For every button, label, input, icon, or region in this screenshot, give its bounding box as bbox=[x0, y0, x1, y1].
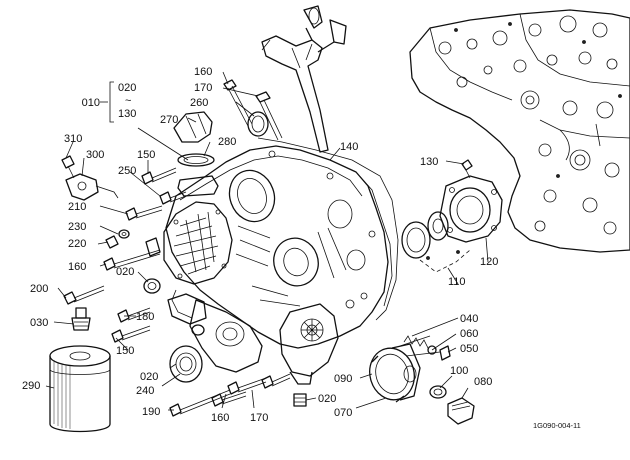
engine-block bbox=[409, 9, 630, 253]
drain-plug bbox=[429, 385, 475, 425]
oil-seal bbox=[169, 324, 205, 383]
callout-270: 270 bbox=[160, 114, 178, 126]
callout-020: 020 bbox=[140, 371, 158, 383]
callout-210: 210 bbox=[68, 201, 86, 213]
callout-060: 060 bbox=[460, 328, 478, 340]
callout-190: 190 bbox=[142, 406, 160, 418]
plug bbox=[247, 111, 269, 137]
callout-160: 160 bbox=[68, 261, 86, 273]
left-bolts bbox=[103, 167, 187, 294]
group-range-top: 020 bbox=[118, 82, 136, 94]
oil-filter bbox=[49, 345, 111, 433]
sensor bbox=[61, 155, 119, 201]
callout-230: 230 bbox=[68, 221, 86, 233]
callout-050: 050 bbox=[460, 343, 478, 355]
callout-labels: 010 020 ~ 130 160 170 260 270 280 140 31… bbox=[22, 66, 581, 430]
callout-020: 020 bbox=[318, 393, 336, 405]
figure-code: 1G090-004-11 bbox=[533, 421, 581, 430]
callout-280: 280 bbox=[218, 136, 236, 148]
leader-lines bbox=[45, 71, 489, 411]
group-range-bottom: 130 bbox=[118, 108, 136, 120]
callout-240: 240 bbox=[136, 385, 154, 397]
callout-120: 120 bbox=[480, 256, 498, 268]
callout-080: 080 bbox=[474, 376, 492, 388]
callout-090: 090 bbox=[334, 373, 352, 385]
group-range-sep: ~ bbox=[125, 95, 131, 107]
lower-left-bolts bbox=[63, 285, 151, 343]
group-label: 010 bbox=[82, 97, 100, 109]
callout-220: 220 bbox=[68, 238, 86, 250]
callout-140: 140 bbox=[340, 141, 358, 153]
bottom-bolts bbox=[169, 373, 307, 417]
gear-case-cover bbox=[163, 137, 399, 385]
callout-160: 160 bbox=[211, 412, 229, 424]
callout-030: 030 bbox=[30, 317, 48, 329]
callout-160: 160 bbox=[194, 66, 212, 78]
idle-gear bbox=[401, 211, 471, 273]
callout-310: 310 bbox=[64, 133, 82, 145]
callout-110: 110 bbox=[448, 276, 466, 288]
relief-spring bbox=[399, 335, 451, 361]
water-pipe bbox=[261, 5, 347, 153]
callout-020: 020 bbox=[116, 266, 134, 278]
callout-170: 170 bbox=[194, 82, 212, 94]
callout-250: 250 bbox=[118, 165, 136, 177]
callout-150: 150 bbox=[137, 149, 155, 161]
callout-200: 200 bbox=[30, 283, 48, 295]
callout-300: 300 bbox=[86, 149, 104, 161]
callout-170: 170 bbox=[250, 412, 268, 424]
callout-130: 130 bbox=[420, 156, 438, 168]
oil-filler-cap bbox=[173, 111, 219, 197]
callout-040: 040 bbox=[460, 313, 478, 325]
callout-290: 290 bbox=[22, 380, 40, 392]
top-bolts bbox=[223, 79, 283, 141]
callout-260: 260 bbox=[190, 97, 208, 109]
callout-150: 150 bbox=[116, 345, 134, 357]
relief-valve bbox=[369, 343, 421, 403]
callout-180: 180 bbox=[136, 311, 154, 323]
callout-070: 070 bbox=[334, 407, 352, 419]
gear-cover-plate bbox=[439, 159, 503, 243]
callout-100: 100 bbox=[450, 365, 468, 377]
